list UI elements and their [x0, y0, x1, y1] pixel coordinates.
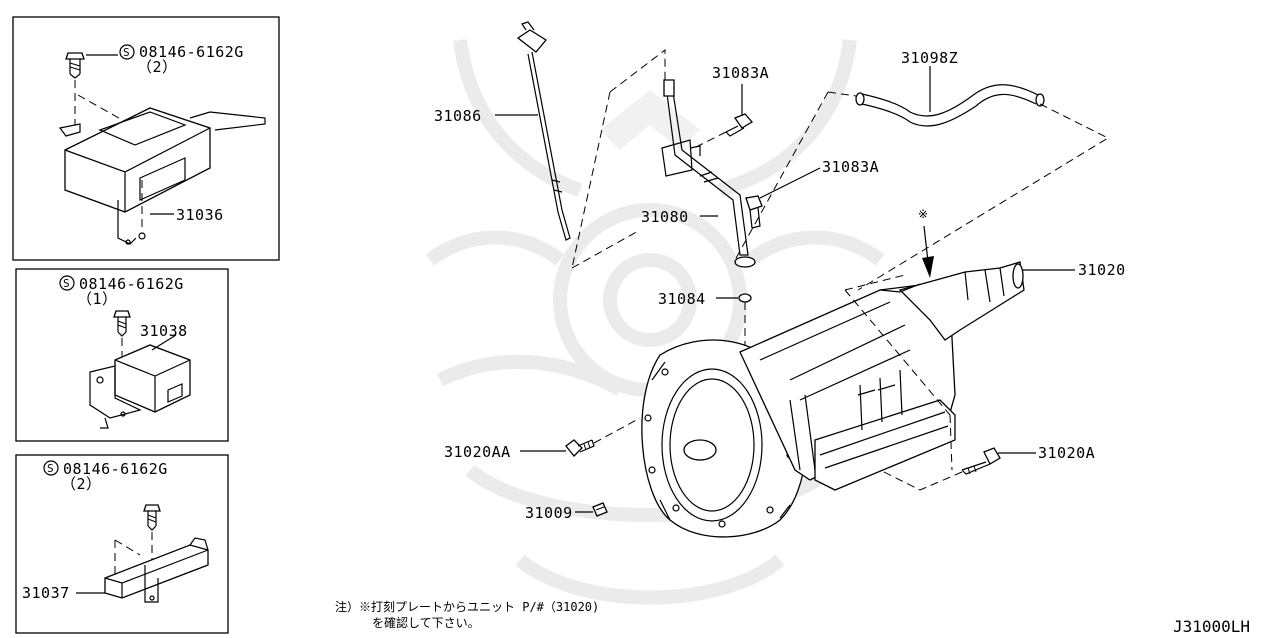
- bolt-icon: [961, 447, 1001, 475]
- callout-31020A: 31020A: [1038, 444, 1095, 462]
- inset-frame: [12, 16, 280, 261]
- callout-31020AA: 31020AA: [444, 443, 511, 461]
- callout-31080: 31080: [641, 208, 689, 226]
- transmission-icon: [641, 261, 1025, 538]
- s-symbol: S: [63, 277, 70, 290]
- bolt-qty-label: （1）: [77, 290, 118, 308]
- s-symbol: S: [123, 46, 130, 59]
- callout-31083A-mid: 31083A: [822, 158, 879, 176]
- bolt-qty-label: （2）: [137, 58, 178, 76]
- bolt-ref-label: 08146-6162G: [139, 43, 244, 61]
- callout-31083A-top: 31083A: [712, 64, 769, 82]
- dipstick-icon: [516, 21, 571, 241]
- diagram-code: J31000LH: [1173, 617, 1250, 636]
- inset-31036: S 08146-6162G （2） 31036: [12, 16, 280, 261]
- bolt-ref-label: 08146-6162G: [79, 275, 184, 293]
- inset-frame: [15, 268, 229, 442]
- inset-frame: [15, 454, 229, 634]
- reference-mark: ※: [918, 207, 928, 221]
- s-symbol: S: [47, 462, 54, 475]
- s-symbol-circle: [119, 44, 135, 60]
- callout-31020: 31020: [1078, 261, 1126, 279]
- note-line-2: を確認して下さい。: [372, 615, 480, 630]
- note-line-1: 注）※打刻プレートからユニット P/#（31020): [335, 599, 599, 614]
- control-unit-icon: [58, 107, 266, 245]
- bolt-icon: [65, 52, 85, 79]
- callout-31086: 31086: [434, 107, 482, 125]
- s-symbol-circle: [59, 275, 75, 291]
- callout-31084: 31084: [658, 290, 706, 308]
- bolt-icon: [592, 502, 608, 517]
- arrow-icon: [922, 225, 934, 278]
- filler-tube-icon: [661, 79, 756, 268]
- bolt-qty-label: （2）: [61, 475, 102, 493]
- bolt-icon: [113, 310, 131, 337]
- o-ring-icon: [738, 293, 752, 303]
- callout-31098Z: 31098Z: [901, 49, 958, 67]
- part-number-label: 31037: [22, 584, 70, 602]
- s-symbol-circle: [43, 460, 59, 476]
- watermark: [425, 39, 885, 605]
- inset-31038: S 08146-6162G （1） 31038: [15, 268, 229, 442]
- breather-hose-icon: [855, 84, 1045, 127]
- bolt-icon: [725, 113, 754, 137]
- callout-31009: 31009: [525, 504, 573, 522]
- inset-31037: S 08146-6162G （2） 31037: [15, 454, 229, 634]
- sensor-bracket-icon: [104, 537, 209, 603]
- bolt-icon: [745, 195, 763, 229]
- bolt-icon: [565, 439, 595, 457]
- bolt-ref-label: 08146-6162G: [63, 460, 168, 478]
- sensor-unit-icon: [89, 344, 191, 429]
- part-number-label: 31038: [140, 322, 188, 340]
- part-number-label: 31036: [176, 206, 224, 224]
- bolt-icon: [143, 504, 161, 531]
